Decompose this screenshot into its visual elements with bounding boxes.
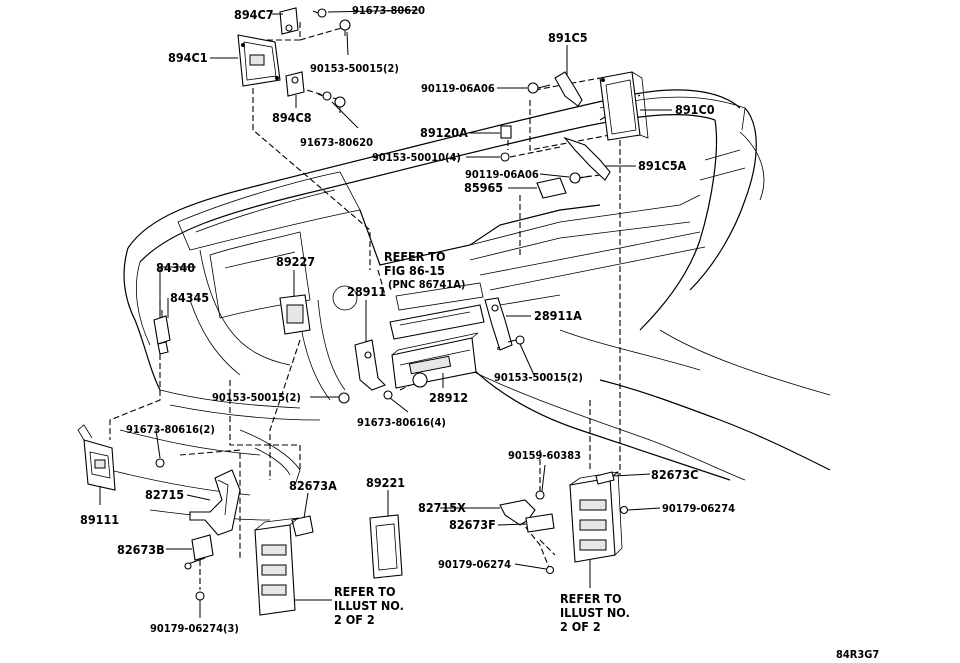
junction-block-left (254, 517, 300, 616)
refer-left-line1: REFER TO (334, 584, 396, 599)
bracket-28911A (484, 297, 513, 351)
label-28911A: 28911A (534, 308, 582, 323)
module-894C1 (237, 34, 281, 87)
label-85965: 85965 (464, 180, 503, 195)
label-90153-50015-right: 90153-50015(2) (494, 371, 583, 384)
label-894C7: 894C7 (234, 7, 274, 22)
bracket-82673B (184, 534, 214, 570)
label-891C5A: 891C5A (638, 158, 687, 173)
clip-90179-06274-3 (195, 591, 205, 601)
label-82673A: 82673A (289, 478, 337, 493)
label-82715X: 82715X (418, 500, 466, 515)
clip-90179-06274-right (619, 505, 629, 515)
refer-fig-line1: REFER TO (384, 249, 446, 264)
refer-fig-line3: (PNC 86741A) (388, 278, 465, 291)
bracket-82673C (595, 471, 615, 485)
label-90153-50010: 90153-50010(4) (372, 151, 461, 164)
label-90119-06A06-b: 90119-06A06 (465, 168, 539, 181)
label-89111: 89111 (80, 512, 119, 527)
bracket-891C5A (563, 136, 611, 181)
bolt-90159-60383 (535, 490, 545, 500)
label-91673-80620-top: 91673-80620 (352, 4, 425, 17)
label-891C0: 891C0 (675, 102, 715, 117)
bracket-894C8 (285, 71, 305, 97)
bracket-894C7 (279, 7, 299, 35)
label-90153-50015-left: 90153-50015(2) (212, 391, 301, 404)
unit-28912 (391, 332, 479, 389)
bracket-891C5 (554, 71, 583, 107)
bolt-91673-80616-2 (155, 458, 165, 468)
sensor-84340-84345 (153, 310, 171, 355)
bracket-82715 (189, 469, 241, 536)
nut-90153-50010 (500, 152, 510, 162)
label-89120A: 89120A (420, 125, 468, 140)
instrument-panel-outline (109, 89, 831, 521)
bracket-82673F (525, 513, 555, 533)
label-90179-06274-3: 90179-06274(3) (150, 622, 239, 635)
label-89221: 89221 (366, 475, 405, 490)
refer-right-line2: ILLUST NO. (560, 605, 630, 620)
audio-panel (389, 304, 485, 340)
refer-right-line1: REFER TO (560, 591, 622, 606)
label-89227: 89227 (276, 254, 315, 269)
bolt-90153-50015-left (338, 392, 350, 404)
label-90119-06A06-a: 90119-06A06 (421, 82, 495, 95)
label-894C8: 894C8 (272, 110, 312, 125)
bolt-90153-50015-mid (334, 96, 346, 113)
label-82673B: 82673B (117, 542, 165, 557)
bracket-28911 (354, 339, 386, 391)
part-number-labels: 894C7 91673-80620 894C1 90153-50015(2) 8… (80, 4, 879, 661)
clip-89120A (500, 125, 512, 139)
label-28911: 28911 (347, 284, 386, 299)
label-891C5: 891C5 (548, 30, 588, 45)
refer-fig-line2: FIG 86-15 (384, 263, 445, 278)
ecu-891C0 (599, 71, 649, 141)
dashed-leader-lines (109, 22, 641, 590)
diagram-code: 84R3G7 (836, 648, 879, 661)
bolt-91673-80616-4 (383, 390, 393, 400)
ecu-89111 (77, 424, 116, 491)
label-28912: 28912 (429, 390, 468, 405)
label-82673C: 82673C (651, 467, 698, 482)
label-90179-06274-right: 90179-06274 (662, 502, 735, 515)
solid-leader-lines (99, 9, 672, 618)
label-894C1: 894C1 (168, 50, 208, 65)
label-91673-80616-4: 91673-80616(4) (357, 416, 446, 429)
knob (412, 372, 428, 388)
clip-90179-06274-middle (545, 565, 555, 575)
refer-left-line2: ILLUST NO. (334, 598, 404, 613)
refer-left-line3: 2 OF 2 (334, 612, 375, 627)
label-84345: 84345 (170, 290, 209, 305)
label-90179-06274-middle: 90179-06274 (438, 558, 511, 571)
label-90153-50015-top: 90153-50015(2) (310, 62, 399, 75)
module-89227 (279, 294, 311, 335)
refer-right-line3: 2 OF 2 (560, 619, 601, 634)
bolt-91673-80620-top (312, 8, 327, 18)
label-90159-60383: 90159-60383 (508, 449, 581, 462)
bracket-82673A (291, 515, 314, 537)
bolt-90119-06A06-b (569, 172, 591, 184)
junction-block-right (569, 471, 623, 563)
label-82673F: 82673F (449, 517, 496, 532)
label-91673-80616-2: 91673-80616(2) (126, 423, 215, 436)
bolt-90153-50015-top (339, 19, 351, 36)
module-85965 (536, 177, 567, 199)
module-89221 (369, 514, 403, 579)
label-91673-80620-bottom: 91673-80620 (300, 136, 373, 149)
bolt-90119-06A06-a (527, 82, 551, 94)
bolt-91673-80620-bottom (317, 91, 332, 101)
label-84340: 84340 (156, 260, 195, 275)
label-82715: 82715 (145, 487, 184, 502)
